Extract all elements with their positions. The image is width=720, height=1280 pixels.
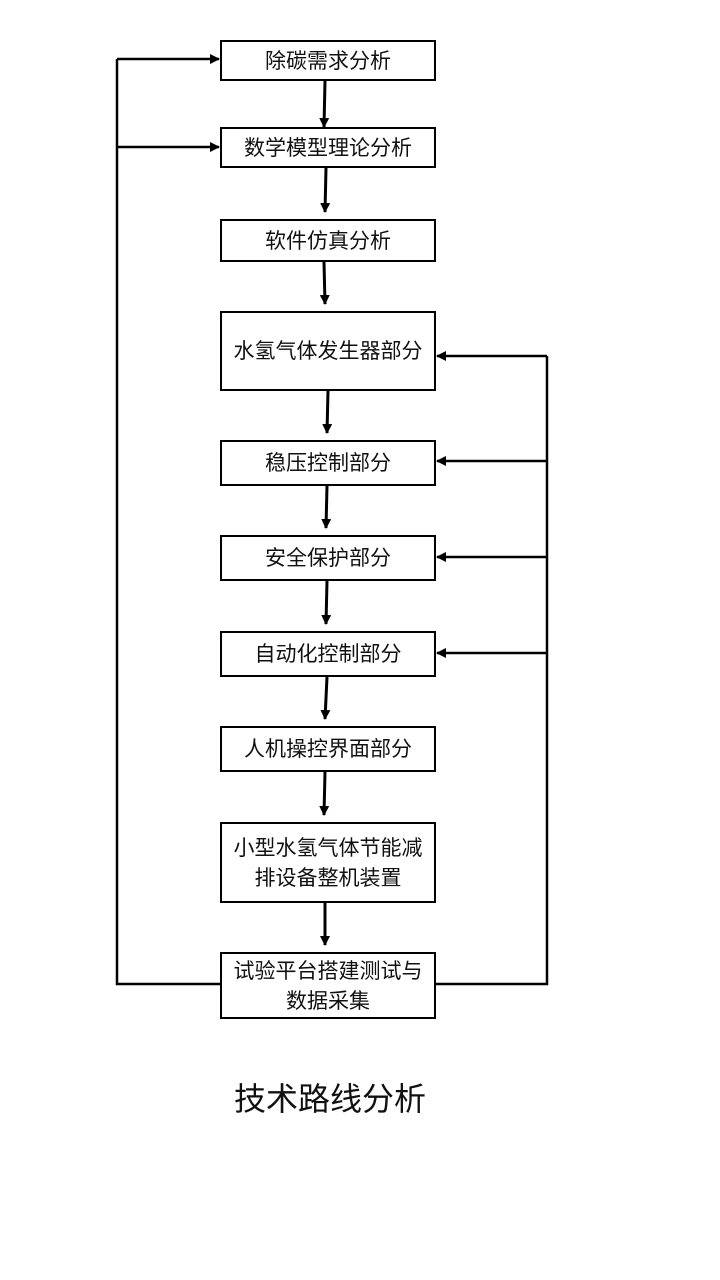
arrow-3-4 [319,261,330,305]
step-safety-protection: 安全保护部分 [220,535,436,581]
step-automation-control: 自动化控制部分 [220,631,436,677]
step-math-model-analysis: 数学模型理论分析 [220,127,436,168]
step-label: 人机操控界面部分 [244,737,412,761]
flow-arrows [319,80,333,946]
arrow-8-9 [319,771,330,816]
arrow-2-3 [320,167,331,213]
step-test-platform: 试验平台搭建测试与数据采集 [220,952,436,1019]
step-hydrogen-generator: 水氢气体发生器部分 [220,311,436,391]
step-label: 稳压控制部分 [265,451,391,475]
right-feedback-loop [436,351,549,986]
step-label: 自动化控制部分 [254,642,402,666]
step-label: 小型水氢气体节能减排设备整机装置 [233,835,423,890]
step-label: 软件仿真分析 [265,228,391,253]
step-hmi-interface: 人机操控界面部分 [220,726,436,772]
step-label: 试验平台搭建测试与数据采集 [233,958,423,1013]
left-loop-line [115,59,220,986]
step-label: 安全保护部分 [265,546,391,570]
step-label: 数学模型理论分析 [244,135,412,160]
arrow-1-2 [319,80,330,128]
step-label: 除碳需求分析 [265,48,391,73]
step-carbon-removal-demand: 除碳需求分析 [220,40,436,81]
arrow-4-5 [322,390,333,434]
step-software-simulation: 软件仿真分析 [220,219,436,262]
arrow-5-6 [321,485,332,529]
left-feedback-loop [115,54,220,986]
arrow-7-8 [320,676,331,720]
step-complete-device: 小型水氢气体节能减排设备整机装置 [220,822,436,903]
arrow-6-7 [321,580,332,625]
right-loop-line [436,356,549,986]
step-voltage-control: 稳压控制部分 [220,440,436,486]
diagram-caption: 技术路线分析 [233,1080,426,1118]
step-label: 水氢气体发生器部分 [233,339,423,363]
